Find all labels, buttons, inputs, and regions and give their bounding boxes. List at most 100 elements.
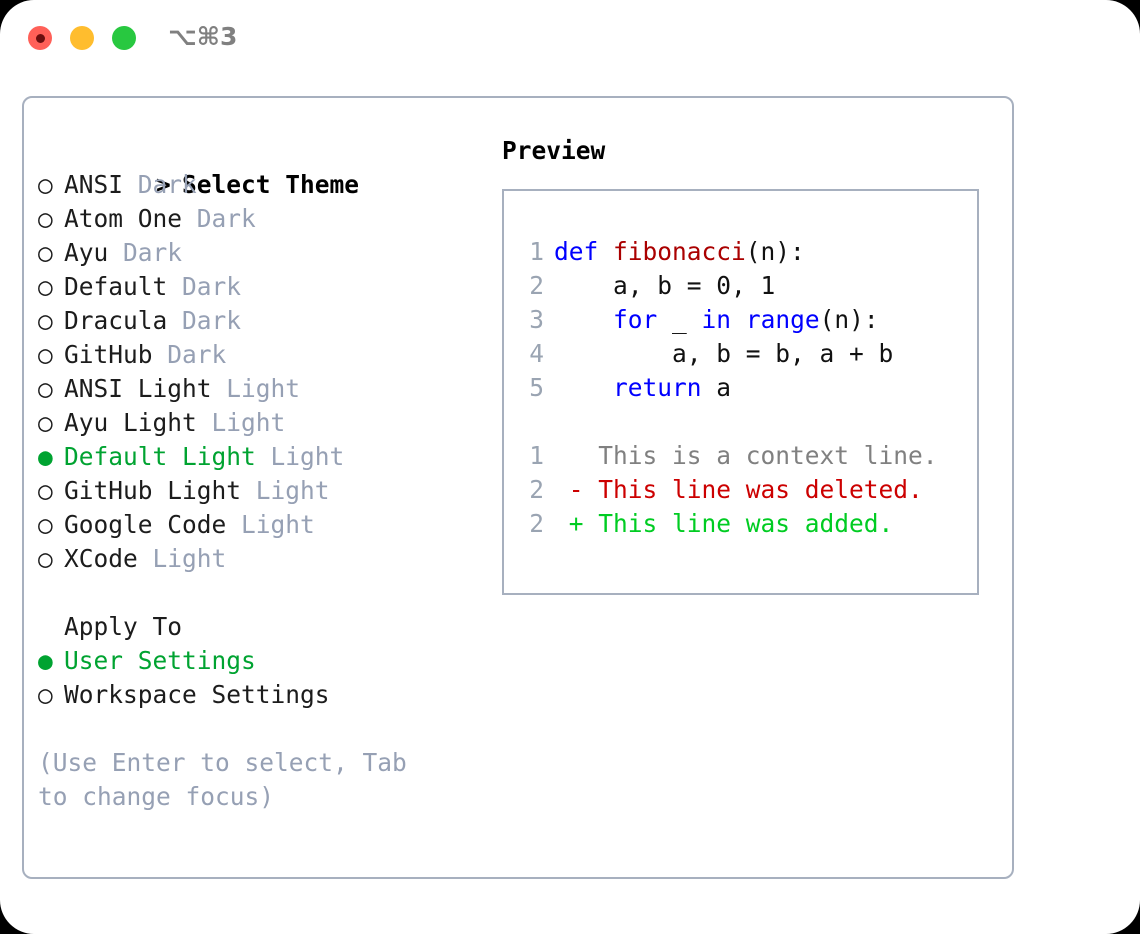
- theme-mode-tag: Dark: [182, 306, 242, 335]
- theme-mode-tag: Light: [226, 374, 301, 403]
- keyboard-hint-text: (Use Enter to select, Tab to change focu…: [38, 748, 407, 811]
- code-token-plain: a, b = b, a + b: [554, 339, 894, 368]
- code-token-kw: in: [701, 305, 732, 334]
- apply-to-option-label: Workspace Settings: [64, 680, 330, 709]
- theme-list: ○ANSI Dark○Atom One Dark○Ayu Dark○Defaul…: [38, 168, 478, 576]
- code-token-kw: range: [745, 305, 820, 334]
- code-token-plain: (n):: [819, 305, 879, 334]
- page-title: Select Theme: [182, 170, 360, 199]
- code-token-kw: for: [613, 305, 658, 334]
- prompt-caret-icon: >: [156, 170, 171, 199]
- code-token-plain: [554, 305, 613, 334]
- theme-selector-panel: >Select Theme ○ANSI Dark○Atom One Dark○A…: [22, 96, 1014, 879]
- theme-option-label: Dracula: [64, 306, 183, 335]
- theme-option-label: Google Code: [64, 510, 242, 539]
- radio-unselected-icon: ○: [38, 544, 53, 573]
- radio-unselected-icon: ○: [38, 374, 53, 403]
- apply-to-option-user-settings[interactable]: ● User Settings: [38, 644, 478, 678]
- theme-option-atom-one[interactable]: ○ Atom One Dark: [38, 202, 478, 236]
- radio-selected-icon: ●: [38, 442, 53, 471]
- code-token-fn: fibonacci: [613, 237, 746, 266]
- code-line-number: 1: [529, 237, 544, 266]
- code-line-number: 3: [529, 305, 544, 334]
- theme-option-default[interactable]: ○ Default Dark: [38, 270, 478, 304]
- theme-mode-tag: Light: [211, 408, 286, 437]
- theme-option-label: Atom One: [64, 204, 197, 233]
- apply-to-option-label: User Settings: [64, 646, 256, 675]
- radio-unselected-icon: ○: [38, 340, 53, 369]
- code-token-kw: def: [554, 237, 614, 266]
- diff-line-added: 2 + This line was added.: [504, 507, 977, 541]
- diff-line-text: - This line was deleted.: [554, 475, 923, 504]
- theme-option-github[interactable]: ○GitHub Dark: [38, 338, 478, 372]
- theme-option-ayu[interactable]: ○Ayu Dark: [38, 236, 478, 270]
- theme-option-default-light[interactable]: ● Default Light Light: [38, 440, 478, 474]
- window-controls: [28, 26, 136, 50]
- diff-sample: 1 This is a context line.2 - This line w…: [504, 439, 977, 541]
- code-token-plain: a: [701, 373, 732, 402]
- code-line: 4 a, b = b, a + b: [504, 337, 977, 371]
- theme-mode-tag: Light: [241, 510, 315, 539]
- code-line: 1 def fibonacci(n):: [504, 235, 977, 269]
- theme-mode-tag: Dark: [182, 272, 242, 301]
- maximize-button-icon[interactable]: [112, 26, 136, 50]
- code-line-number: 2: [529, 271, 544, 300]
- theme-mode-tag: Dark: [167, 340, 227, 369]
- radio-unselected-icon: ○: [38, 510, 53, 539]
- theme-mode-tag: Light: [152, 544, 227, 573]
- theme-option-ansi[interactable]: ○ ANSI Dark: [38, 168, 478, 202]
- radio-unselected-icon: ○: [38, 272, 53, 301]
- theme-option-github-light[interactable]: ○GitHub Light Light: [38, 474, 478, 508]
- radio-unselected-icon: ○: [38, 306, 53, 335]
- code-token-plain: _: [657, 305, 702, 334]
- title-bar: ⌥⌘3: [0, 0, 1140, 78]
- code-token-plain: [731, 305, 746, 334]
- theme-mode-tag: Light: [270, 442, 345, 471]
- code-line: 2 a, b = 0, 1: [504, 269, 977, 303]
- keyboard-shortcut-label: ⌥⌘3: [168, 22, 238, 51]
- radio-unselected-icon: ○: [38, 238, 53, 267]
- radio-unselected-icon: ○: [38, 476, 53, 505]
- apply-to-list: ● User Settings ○Workspace Settings: [38, 644, 478, 712]
- theme-picker-heading: > Select Theme: [38, 134, 478, 199]
- theme-option-ayu-light[interactable]: ○ Ayu Light Light: [38, 406, 478, 440]
- theme-mode-tag: Dark: [196, 204, 256, 233]
- minimize-button-icon[interactable]: [70, 26, 94, 50]
- preview-heading: Preview: [502, 136, 606, 165]
- diff-line-text: This is a context line.: [554, 441, 938, 470]
- theme-option-label: Default: [64, 272, 183, 301]
- close-button-icon[interactable]: [28, 26, 52, 50]
- theme-option-label: ANSI: [64, 170, 138, 199]
- theme-option-ansi-light[interactable]: ○ ANSI Light Light: [38, 372, 478, 406]
- theme-option-xcode[interactable]: ○XCode Light: [38, 542, 478, 576]
- theme-option-label: Default Light: [64, 442, 271, 471]
- radio-unselected-icon: ○: [38, 408, 53, 437]
- code-token-plain: (n):: [745, 237, 805, 266]
- diff-line-text: + This line was added.: [554, 509, 894, 538]
- apply-to-option-workspace-settings[interactable]: ○Workspace Settings: [38, 678, 478, 712]
- code-line: 3 for _ in range(n):: [504, 303, 977, 337]
- code-token-plain: [554, 373, 613, 402]
- theme-picker-column: >Select Theme ○ANSI Dark○Atom One Dark○A…: [38, 134, 478, 814]
- theme-mode-tag: Dark: [123, 238, 183, 267]
- list-spacer: [38, 576, 478, 610]
- code-line: 5 return a: [504, 371, 977, 405]
- preview-gap: [504, 405, 977, 439]
- diff-line-context: 1 This is a context line.: [504, 439, 977, 473]
- theme-option-google-code[interactable]: ○ Google Code Light: [38, 508, 478, 542]
- theme-option-label: ANSI Light: [64, 374, 227, 403]
- theme-option-label: GitHub Light: [64, 476, 256, 505]
- theme-option-dracula[interactable]: ○ Dracula Dark: [38, 304, 478, 338]
- diff-line-number: 2: [529, 509, 544, 538]
- radio-unselected-icon: ○: [38, 170, 53, 199]
- theme-option-label: Ayu Light: [64, 408, 212, 437]
- code-line-number: 4: [529, 339, 544, 368]
- diff-line-number: 2: [529, 475, 544, 504]
- diff-line-deleted: 2 - This line was deleted.: [504, 473, 977, 507]
- theme-mode-tag: Dark: [137, 170, 197, 199]
- radio-unselected-icon: ○: [38, 204, 53, 233]
- code-line-number: 5: [529, 373, 544, 402]
- radio-selected-icon: ●: [38, 646, 53, 675]
